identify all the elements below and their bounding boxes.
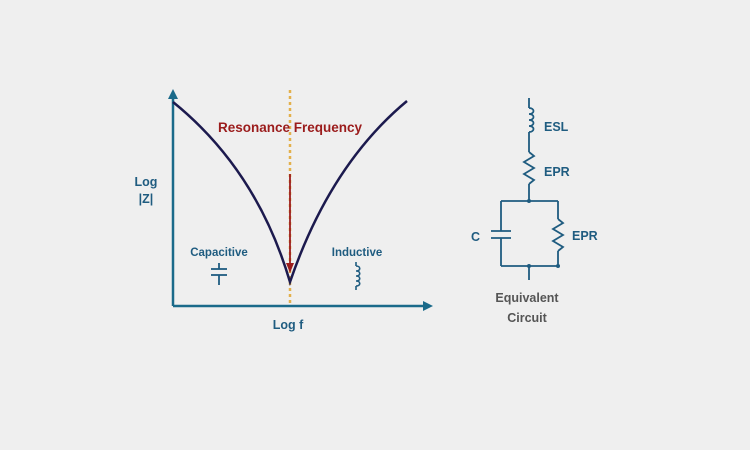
epr-parallel-label: EPR: [572, 229, 598, 243]
circuit-caption-line2: Circuit: [507, 311, 547, 325]
epr-series-resistor-icon: [522, 151, 536, 185]
y-axis-label-line1: Log: [135, 175, 158, 189]
capacitive-label: Capacitive: [190, 247, 248, 259]
epr-parallel-resistor-icon: [551, 218, 565, 252]
junction-bottom: [527, 264, 531, 268]
epr-series-label: EPR: [544, 165, 570, 179]
capacitor-icon: [211, 263, 227, 285]
capacitor-label: C: [471, 230, 480, 244]
y-axis-label-line2: |Z|: [139, 192, 154, 206]
junction-top: [527, 199, 531, 203]
circuit-caption-line1: Equivalent: [495, 291, 559, 305]
junction-right-bottom: [556, 264, 560, 268]
inductive-label: Inductive: [332, 247, 382, 259]
impedance-curve: [172, 100, 408, 287]
equivalent-circuit: [491, 98, 565, 280]
resonance-label: Resonance Frequency: [218, 120, 363, 135]
x-axis-label: Log f: [273, 318, 304, 332]
inductor-icon: [355, 262, 361, 290]
esl-inductor-icon: [528, 107, 535, 133]
esl-label: ESL: [544, 120, 569, 134]
